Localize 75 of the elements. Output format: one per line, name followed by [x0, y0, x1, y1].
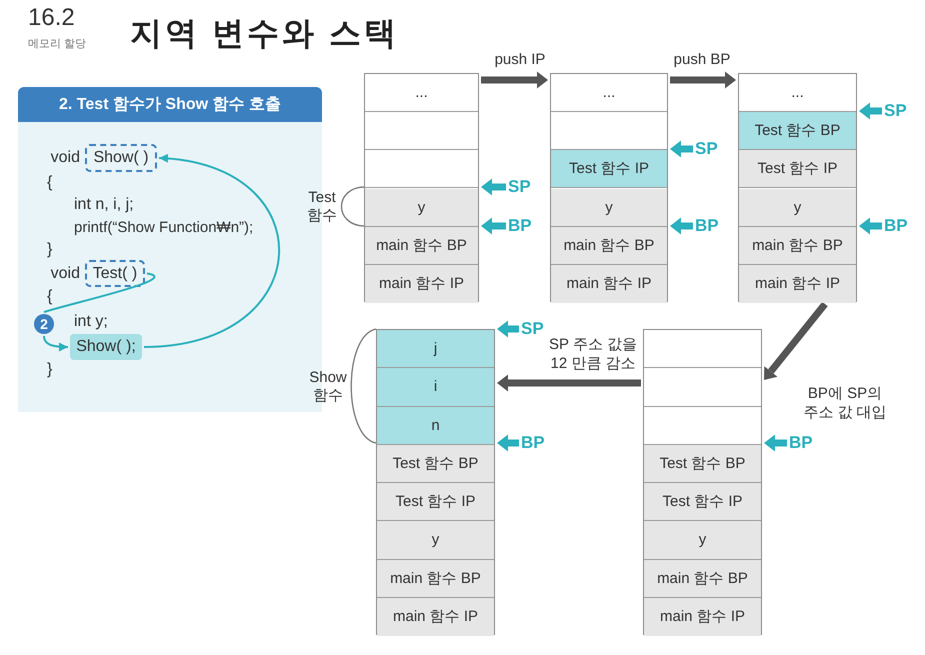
pointer-arrow [497, 320, 519, 338]
pointer-arrow [670, 140, 693, 158]
stack-cell: main 함수 BP [365, 226, 478, 265]
stack-cell: Test 함수 IP [551, 150, 667, 188]
bracket-label: Show 함수 [308, 369, 348, 405]
stack-column [376, 329, 495, 635]
stack-cell: main 함수 BP [377, 560, 494, 598]
code-keyword: void [50, 149, 80, 167]
stack-cell: y [644, 521, 761, 560]
stack-cell: main 함수 IP [644, 598, 761, 636]
code-line: } [47, 360, 52, 380]
stack-column [364, 73, 479, 302]
stack-column [550, 73, 668, 302]
stack-cell: y [551, 188, 667, 227]
pointer-arrow [859, 218, 882, 234]
code-line: int n, i, j; [74, 195, 134, 215]
stack-cell: Test 함수 BP [377, 444, 494, 483]
pointer-label: BP [695, 215, 723, 237]
stack-cell: y [365, 188, 478, 227]
panel-heading: 2. Test 함수가 Show 함수 호출 [18, 87, 322, 122]
pointer-label: SP [508, 176, 536, 198]
pointer-arrow [670, 218, 693, 234]
stack-cell: Test 함수 IP [644, 483, 761, 522]
stack-cell: Test 함수 BP [644, 444, 761, 483]
pointer-label: BP [789, 432, 817, 454]
pointer-arrow [497, 434, 519, 452]
function-name: Show( ) [93, 149, 149, 167]
stack-cell: main 함수 BP [644, 560, 761, 598]
title: 지역 변수와 스택 [130, 14, 399, 53]
stack-column [643, 329, 762, 635]
bracket-label: Test 함수 [306, 189, 338, 225]
pointer-arrow [481, 178, 506, 196]
arrow [764, 302, 828, 380]
stack-cell: i [377, 368, 494, 406]
stack-cell: Test 함수 IP [377, 483, 494, 522]
pointer-arrow [481, 218, 506, 234]
stack-cell: main 함수 IP [739, 264, 856, 303]
stack-cell: j [377, 330, 494, 368]
section-number: 16.2 [28, 4, 75, 32]
code-line: { [47, 173, 52, 193]
arrow [497, 374, 641, 392]
pointer-label: BP [508, 215, 536, 237]
stack-cell: main 함수 BP [551, 226, 667, 265]
section-name: 메모리 할당 [28, 37, 86, 51]
stack-cell: y [739, 188, 856, 227]
code-line: int y; [74, 312, 108, 332]
arrow [481, 72, 548, 88]
highlighted-call: Show( ); [70, 334, 142, 360]
stack-cell: Test 함수 IP [739, 150, 856, 188]
pointer-arrow [764, 434, 787, 452]
stack-cell: main 함수 IP [365, 264, 478, 303]
code-line: } [47, 240, 52, 260]
pointer-label: SP [695, 138, 723, 160]
arrow [144, 154, 280, 348]
pointer-label: BP [884, 215, 912, 237]
empty-cell [644, 406, 761, 445]
stack-cell: main 함수 IP [551, 264, 667, 303]
pointer-label: SP [884, 100, 912, 122]
code-line: { [47, 287, 52, 307]
function-name: Test( ) [92, 264, 138, 282]
connector-line [44, 272, 156, 313]
stack-cell: main 함수 BP [739, 226, 856, 265]
pointer-label: BP [521, 432, 549, 454]
stack-column [738, 73, 857, 302]
pointer-label: SP [521, 318, 549, 340]
step-number: 2 [34, 314, 54, 334]
code-keyword: void [50, 264, 80, 282]
stack-cell: main 함수 IP [377, 598, 494, 636]
edge-label: SP 주소 값을 12 만큼 감소 [548, 335, 638, 373]
stack-cell: n [377, 406, 494, 445]
arrow [670, 72, 736, 88]
stack-cell: Test 함수 BP [739, 112, 856, 150]
stack-cell: y [377, 521, 494, 560]
code-line: printf(“Show Function₩n”); [74, 218, 254, 238]
pointer-arrow [859, 102, 882, 120]
